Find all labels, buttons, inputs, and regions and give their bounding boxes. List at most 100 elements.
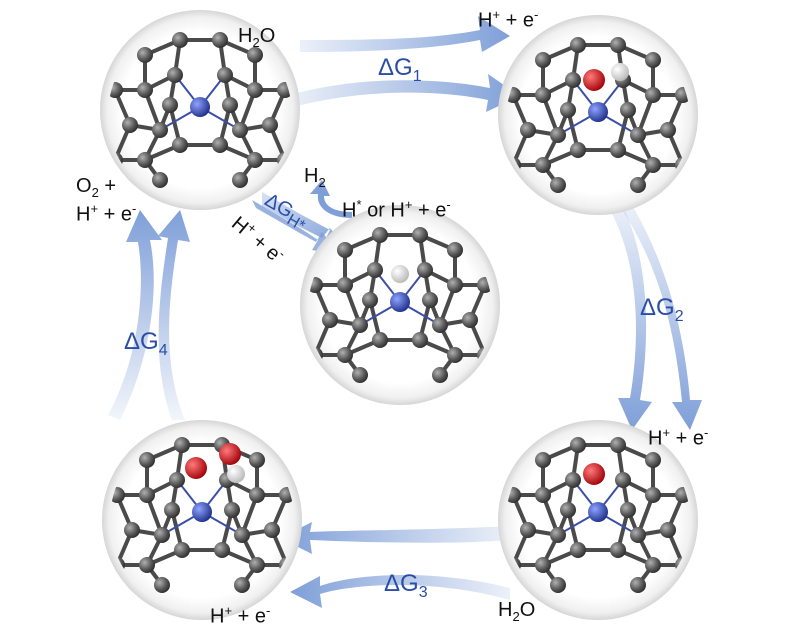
label-dg2: ΔG2 — [640, 294, 684, 325]
carbon-atom — [137, 82, 153, 98]
carbon-atom — [610, 542, 626, 558]
carbon-atom — [234, 527, 250, 543]
carbon-atom — [432, 367, 448, 383]
label-her-reactant: H* or H+ + e- — [342, 197, 451, 222]
label-top-product: H+ + e- — [478, 7, 539, 32]
carbon-atom — [169, 472, 185, 488]
carbon-atom — [560, 502, 576, 518]
label-dg1: ΔG1 — [378, 54, 422, 85]
label-dg4: ΔG4 — [124, 328, 168, 359]
carbon-atom — [610, 437, 626, 453]
metal-atom — [190, 97, 210, 117]
carbon-atom — [610, 142, 626, 158]
carbon-atom — [337, 277, 353, 293]
carbon-atom — [610, 37, 626, 53]
carbon-atom — [372, 332, 388, 348]
molecule-top-right — [506, 37, 690, 203]
carbon-atom — [535, 87, 551, 103]
carbon-atom — [247, 152, 263, 168]
carbon-atom — [367, 262, 383, 278]
carbon-atom — [412, 227, 428, 243]
arrow-dg3 — [280, 522, 510, 608]
carbon-atom — [352, 317, 368, 333]
carbon-atom — [214, 542, 230, 558]
carbon-atom — [447, 277, 463, 293]
carbon-atom — [139, 557, 155, 573]
carbon-atom — [122, 117, 138, 133]
carbon-atom — [535, 452, 551, 468]
carbon-atom — [362, 292, 378, 308]
carbon-atom — [152, 172, 168, 188]
carbon-atom — [247, 82, 263, 98]
carbon-atom — [372, 227, 388, 243]
carbon-atom — [167, 67, 183, 83]
carbon-atom — [645, 52, 661, 68]
carbon-atom — [417, 262, 433, 278]
carbon-atom — [645, 157, 661, 173]
carbon-atom — [550, 527, 566, 543]
carbon-atom — [615, 472, 631, 488]
carbon-atom — [124, 522, 140, 538]
carbon-atom — [322, 312, 338, 328]
carbon-atom — [139, 487, 155, 503]
carbon-atom — [337, 347, 353, 363]
carbon-atom — [172, 32, 188, 48]
carbon-atom — [630, 177, 646, 193]
arrow-dg1 — [290, 16, 520, 112]
carbon-atom — [352, 367, 368, 383]
carbon-atom — [249, 487, 265, 503]
arrow-her — [252, 180, 352, 256]
carbon-atom — [224, 502, 240, 518]
carbon-atom — [535, 557, 551, 573]
carbon-atom — [162, 97, 178, 113]
oxygen-atom — [185, 457, 207, 479]
carbon-atom — [264, 522, 280, 538]
carbon-atom — [154, 527, 170, 543]
carbon-atom — [232, 172, 248, 188]
carbon-atom — [520, 522, 536, 538]
carbon-atom — [645, 557, 661, 573]
carbon-atom — [565, 72, 581, 88]
label-top-reactant: H2O — [238, 25, 276, 50]
carbon-atom — [550, 577, 566, 593]
carbon-atom — [550, 127, 566, 143]
carbon-atom — [570, 142, 586, 158]
carbon-atom — [660, 522, 676, 538]
label-left-product: O2 + — [76, 175, 117, 200]
carbon-atom — [152, 122, 168, 138]
carbon-atom — [620, 502, 636, 518]
oxygen-atom — [583, 69, 605, 91]
carbon-atom — [447, 347, 463, 363]
label-right-product: H+ + e- — [648, 425, 709, 450]
carbon-atom — [174, 437, 190, 453]
carbon-atom — [139, 452, 155, 468]
carbon-atom — [535, 52, 551, 68]
arrow-dg2 — [610, 205, 702, 430]
carbon-atom — [645, 487, 661, 503]
carbon-atom — [262, 117, 278, 133]
carbon-atom — [249, 557, 265, 573]
carbon-atom — [422, 292, 438, 308]
carbon-atom — [222, 97, 238, 113]
hydrogen-atom — [227, 465, 245, 483]
oxygen-atom — [583, 463, 605, 485]
carbon-atom — [570, 37, 586, 53]
carbon-atom — [550, 177, 566, 193]
carbon-atom — [432, 317, 448, 333]
carbon-atom — [620, 102, 636, 118]
carbon-atom — [462, 312, 478, 328]
carbon-atom — [154, 577, 170, 593]
carbon-atom — [217, 67, 233, 83]
oxygen-atom — [219, 443, 241, 465]
carbon-atom — [137, 152, 153, 168]
carbon-atom — [447, 242, 463, 258]
carbon-atom — [565, 472, 581, 488]
carbon-atom — [249, 452, 265, 468]
hydrogen-atom — [391, 265, 409, 283]
carbon-atom — [630, 577, 646, 593]
carbon-atom — [535, 157, 551, 173]
metal-atom — [588, 102, 608, 122]
label-bottom-reactant: H2O — [498, 599, 536, 624]
carbon-atom — [247, 47, 263, 63]
